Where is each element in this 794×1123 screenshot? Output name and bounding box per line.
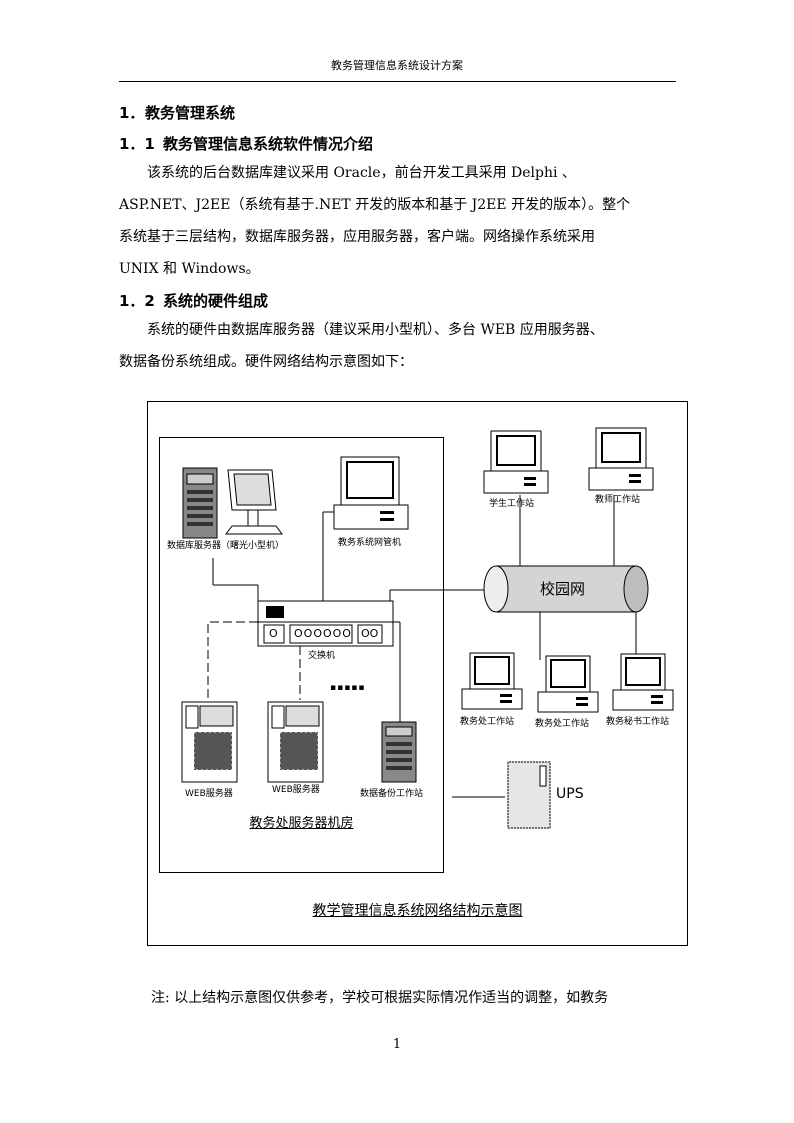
section-heading-1: 1．教务管理系统 xyxy=(119,102,235,123)
section-title: 系统的硬件组成 xyxy=(163,292,269,310)
link-switch-web1 xyxy=(207,621,258,700)
header-rule xyxy=(119,81,676,82)
lcd-monitor-icon xyxy=(225,469,283,535)
note-text: 注: 以上结构示意图仅供参考，学校可根据实际情况作适当的调整，如教务 xyxy=(151,990,609,1006)
teacher-ws-label: 教师工作站 xyxy=(595,495,641,505)
web-server-2-icon xyxy=(267,701,324,783)
section-title: 教务管理系统 xyxy=(145,104,236,122)
student-ws-label: 学生工作站 xyxy=(489,499,535,509)
ups-label: UPS xyxy=(556,786,584,802)
secretary-pc-icon xyxy=(612,653,674,711)
web-server-2-label: WEB服务器 xyxy=(272,785,320,795)
server-room-frame xyxy=(159,437,444,873)
switch-port-pair: OO xyxy=(361,627,379,640)
campus-network-cylinder xyxy=(483,565,649,613)
web-server-1-icon xyxy=(181,701,238,783)
campus-network-label: 校园网 xyxy=(540,580,586,598)
teacher-pc-icon xyxy=(588,427,654,491)
page-header: 教务管理信息系统设计方案 xyxy=(331,59,463,72)
section-number: 1．2 xyxy=(119,292,155,310)
db-server-icon xyxy=(182,467,218,539)
db-server-label: 数据库服务器（曙光小型机） xyxy=(167,541,285,551)
network-diagram-frame xyxy=(147,401,688,946)
line-text: 系统的硬件由数据库服务器（建议采用小型机）、多台 WEB 应用服务器、 xyxy=(147,322,604,338)
paragraph-line: UNIX 和 Windows。 xyxy=(119,261,260,277)
ups-device-icon xyxy=(507,761,551,829)
admin-pc-icon xyxy=(333,456,409,530)
page-number: 1 xyxy=(392,1037,402,1052)
switch-port-single: O xyxy=(269,627,278,640)
section-heading-1-1: 1．1 教务管理信息系统软件情况介绍 xyxy=(119,133,373,154)
section-number: 1．1 xyxy=(119,135,155,153)
section-heading-1-2: 1．2 系统的硬件组成 xyxy=(119,290,268,311)
office-ws-2-label: 教务处工作站 xyxy=(535,719,590,729)
ellipsis-dots: ▪▪▪▪▪ xyxy=(330,683,366,693)
paragraph-line: 注: 以上结构示意图仅供参考，学校可根据实际情况作适当的调整，如教务 xyxy=(119,982,679,1014)
office-pc-1-icon xyxy=(461,652,523,710)
section-title: 教务管理信息系统软件情况介绍 xyxy=(163,135,374,153)
office-pc-2-icon xyxy=(537,655,599,713)
paragraph-line: 数据备份系统组成。硬件网络结构示意图如下： xyxy=(119,354,413,370)
secretary-ws-label: 教务秘书工作站 xyxy=(606,717,670,727)
switch-device xyxy=(257,600,394,647)
paragraph-line: 该系统的后台数据库建议采用 Oracle，前台开发工具采用 Delphi 、 xyxy=(119,157,679,189)
office-ws-1-label: 教务处工作站 xyxy=(460,717,515,727)
backup-server-icon xyxy=(381,721,417,783)
switch-label: 交换机 xyxy=(308,651,336,661)
figure-caption: 教学管理信息系统网络结构示意图 xyxy=(312,903,523,919)
section-number: 1． xyxy=(119,104,145,122)
student-pc-icon xyxy=(483,430,549,494)
server-room-title: 教务处服务器机房 xyxy=(249,816,354,831)
paragraph-line: 系统基于三层结构，数据库服务器，应用服务器，客户端。网络操作系统采用 xyxy=(119,229,595,245)
paragraph-line: 系统的硬件由数据库服务器（建议采用小型机）、多台 WEB 应用服务器、 xyxy=(119,314,679,346)
note-paragraph: 注: 以上结构示意图仅供参考，学校可根据实际情况作适当的调整，如教务 xyxy=(119,982,679,1014)
paragraph-hardware: 系统的硬件由数据库服务器（建议采用小型机）、多台 WEB 应用服务器、 数据备份… xyxy=(119,314,679,378)
line-text: 该系统的后台数据库建议采用 Oracle，前台开发工具采用 Delphi 、 xyxy=(147,165,576,181)
admin-pc-label: 教务系统网管机 xyxy=(338,538,402,548)
backup-ws-label: 数据备份工作站 xyxy=(360,789,424,799)
paragraph-software: 该系统的后台数据库建议采用 Oracle，前台开发工具采用 Delphi 、 A… xyxy=(119,157,679,285)
switch-ports-label: OOOOOO xyxy=(294,627,352,640)
web-server-1-label: WEB服务器 xyxy=(185,789,233,799)
paragraph-line: ASP.NET、J2EE（系统有基于.NET 开发的版本和基于 J2EE 开发的… xyxy=(119,197,631,213)
